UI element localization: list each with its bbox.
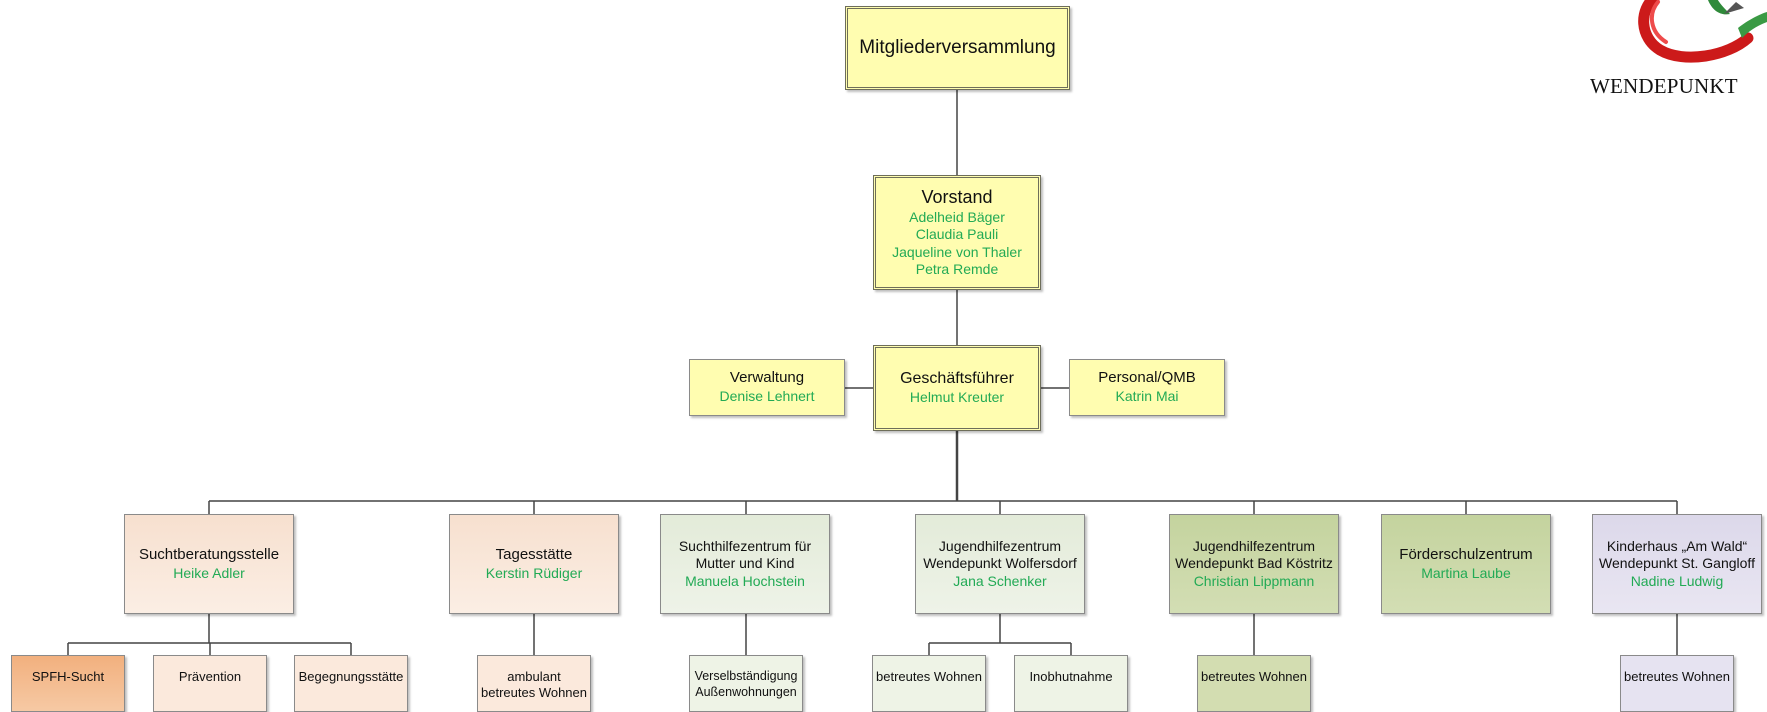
subunit-inobhutnahme: Inobhutnahme [1014,655,1128,712]
unit-tagesstaette: Tagesstätte Kerstin Rüdiger [449,514,619,614]
node-person: Denise Lehnert [719,388,815,405]
logo-text: WENDEPUNKT [1590,74,1738,98]
unit-person: Martina Laube [1421,564,1511,581]
unit-kinderhaus-am-wald: Kinderhaus „Am Wald“ Wendepunkt St. Gang… [1592,514,1762,614]
unit-title: Jugendhilfezentrum [1192,537,1316,554]
unit-person: Christian Lippmann [1193,572,1315,589]
subunit-label: Verselbständigung [694,669,798,683]
unit-person: Kerstin Rüdiger [485,564,583,581]
unit-title-line2: Wendepunkt Bad Köstritz [1175,555,1333,572]
unit-title-line2: Mutter und Kind [695,555,795,572]
subunit-praevention: Prävention [153,655,267,712]
unit-title: Suchtberatungsstelle [138,545,280,563]
node-title: Verwaltung [729,369,805,387]
subunit-label: Begegnungsstätte [298,669,404,684]
unit-foerderschulzentrum: Förderschulzentrum Martina Laube [1381,514,1551,614]
unit-title-line2: Wendepunkt St. Gangloff [1599,555,1755,572]
unit-title: Kinderhaus „Am Wald“ [1606,537,1748,554]
unit-title: Förderschulzentrum [1399,545,1533,563]
unit-title: Suchthilfezentrum für [678,537,812,554]
unit-person: Jana Schenker [953,572,1047,589]
node-personal-qmb: Personal/QMB Katrin Mai [1069,359,1225,416]
board-member: Petra Remde [915,261,999,278]
unit-jugendhilfezentrum-bad-koestritz: Jugendhilfezentrum Wendepunkt Bad Köstri… [1169,514,1339,614]
unit-person: Heike Adler [173,564,245,581]
wendepunkt-logo-icon [1638,0,1767,63]
board-member: Adelheid Bäger [909,208,1005,225]
subunit-label-line2: Außenwohnungen [695,684,797,699]
node-person: Helmut Kreuter [909,389,1005,406]
node-vorstand: Vorstand Adelheid Bäger Claudia Pauli Ja… [873,175,1041,290]
subunit-betreutes-wohnen-bad-koestritz: betreutes Wohnen [1197,655,1311,712]
subunit-spfh-sucht: SPFH-Sucht [11,655,125,712]
unit-suchthilfezentrum-mutter-kind: Suchthilfezentrum für Mutter und Kind Ma… [660,514,830,614]
node-title: Mitgliederversammlung [859,37,1056,59]
node-person: Katrin Mai [1115,388,1179,405]
subunit-verselbstaendigung: Verselbständigung Außenwohnungen [689,655,803,712]
subunit-betreutes-wohnen-wolfersdorf: betreutes Wohnen [872,655,986,712]
unit-person: Manuela Hochstein [685,572,805,589]
board-member: Jaqueline von Thaler [892,243,1022,260]
unit-jugendhilfezentrum-wolfersdorf: Jugendhilfezentrum Wendepunkt Wolfersdor… [915,514,1085,614]
unit-suchtberatungsstelle: Suchtberatungsstelle Heike Adler [124,514,294,614]
subunit-begegnungsstaette: Begegnungsstätte [294,655,408,712]
subunit-label: Prävention [178,669,242,684]
subunit-ambulant-betreutes-wohnen: ambulant betreutes Wohnen [477,655,591,712]
unit-title: Jugendhilfezentrum [938,537,1062,554]
subunit-label: betreutes Wohnen [1624,669,1730,684]
subunit-label: betreutes Wohnen [876,669,982,684]
node-verwaltung: Verwaltung Denise Lehnert [689,359,845,416]
unit-person: Nadine Ludwig [1630,572,1724,589]
node-title: Personal/QMB [1098,369,1196,387]
node-title: Vorstand [921,187,993,208]
node-title: Geschäftsführer [900,370,1014,388]
node-mitgliederversammlung: Mitgliederversammlung [845,6,1070,90]
subunit-label: ambulant [507,669,561,684]
subunit-label: SPFH-Sucht [31,669,105,684]
subunit-label: betreutes Wohnen [1201,669,1307,684]
subunit-betreutes-wohnen-st-gangloff: betreutes Wohnen [1620,655,1734,712]
unit-title-line2: Wendepunkt Wolfersdorf [923,555,1077,572]
subunit-label: Inobhutnahme [1029,669,1113,684]
node-geschaeftsfuehrer: Geschäftsführer Helmut Kreuter [873,345,1041,431]
board-member: Claudia Pauli [915,226,999,243]
unit-title: Tagesstätte [495,545,573,563]
subunit-label-line2: betreutes Wohnen [481,685,587,701]
